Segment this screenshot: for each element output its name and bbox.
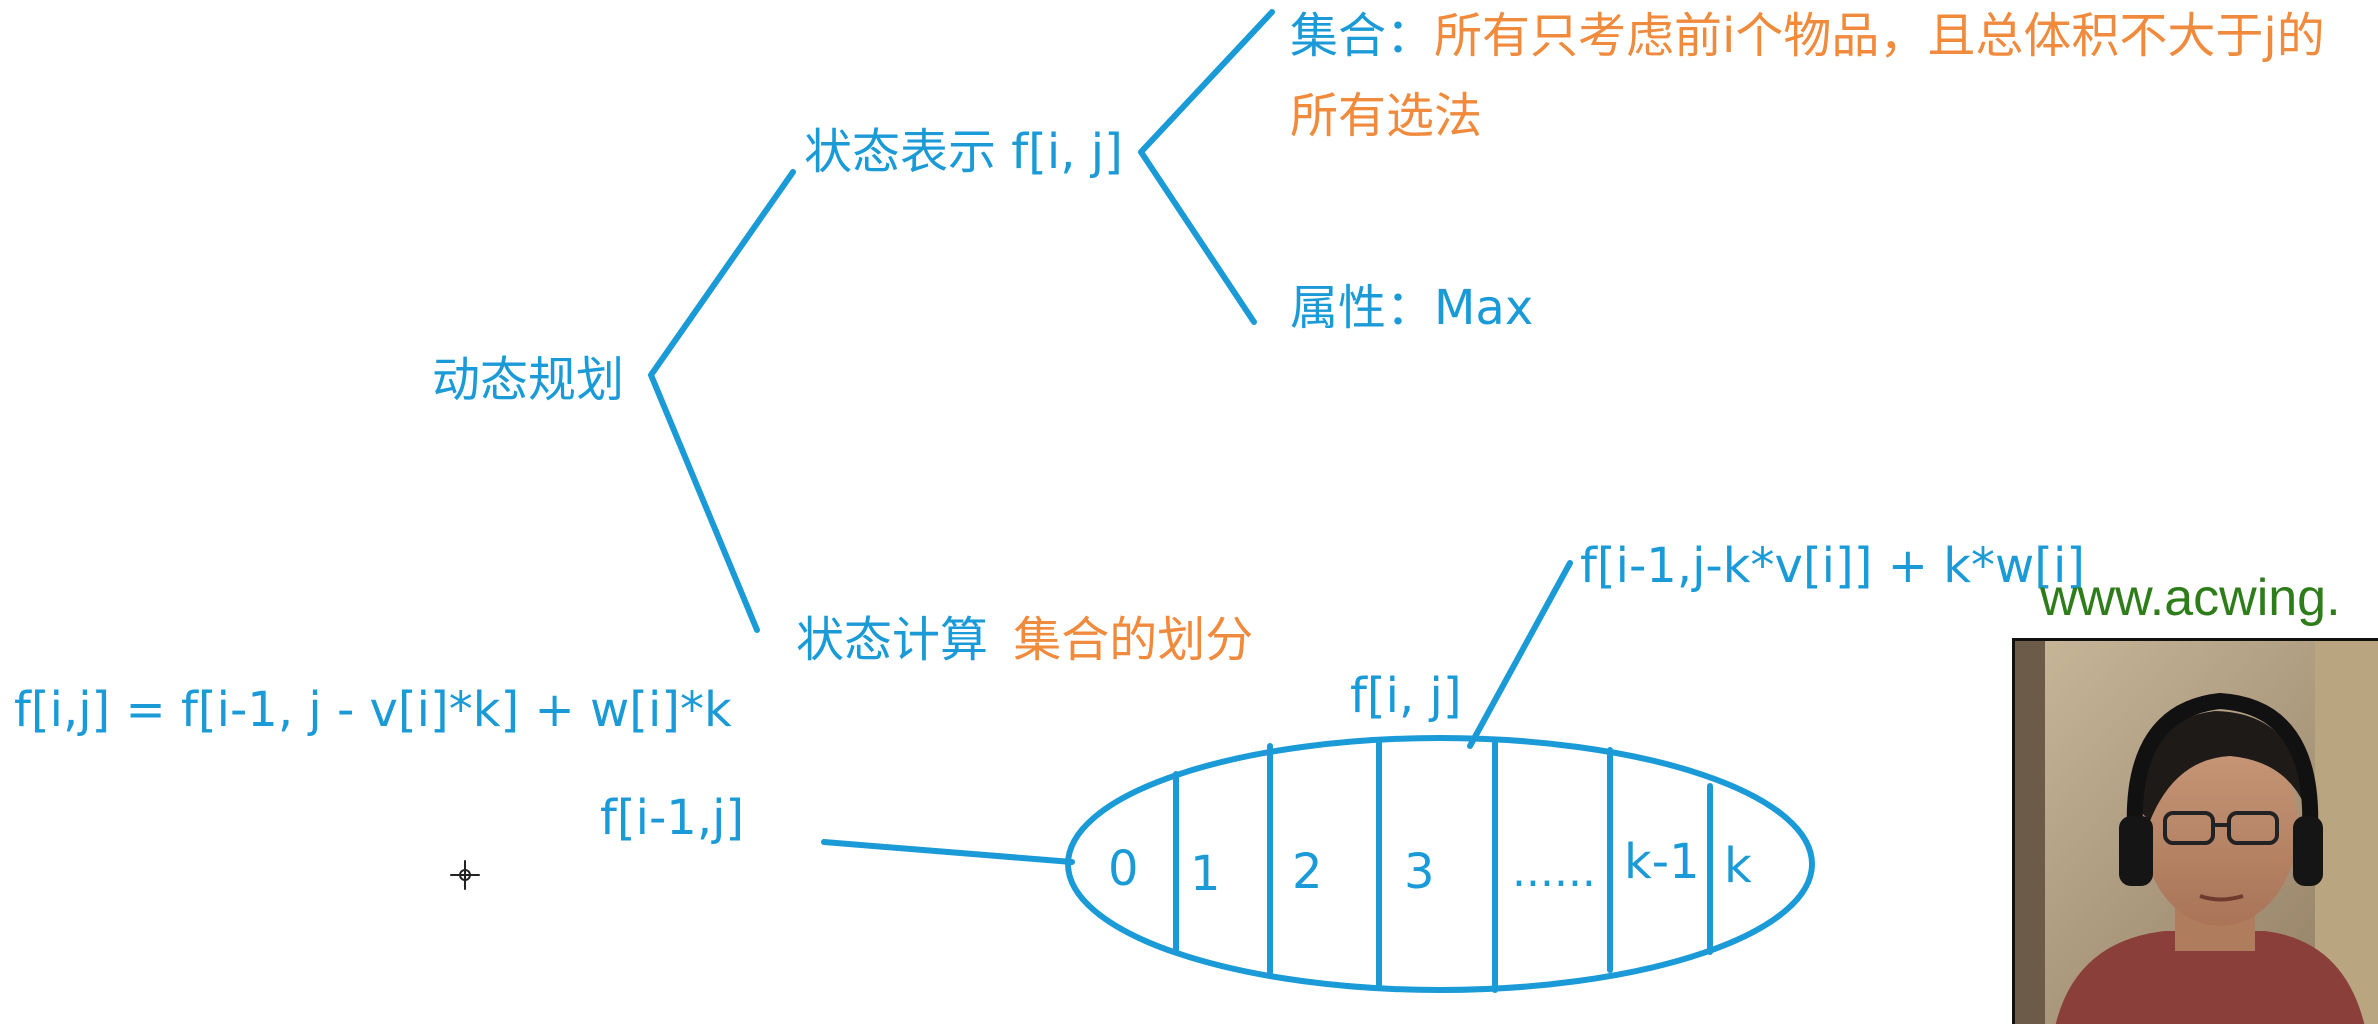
watermark-text: www.acwing. xyxy=(2040,569,2341,627)
state-calc-label: 状态计算 xyxy=(796,612,989,668)
root-branch-lines xyxy=(648,169,796,633)
crosshair-cursor-icon xyxy=(450,860,480,890)
partition-cell-label: 1 xyxy=(1190,846,1221,902)
top-subset-label: f[i, j] xyxy=(1350,668,1462,724)
top-expr-connector xyxy=(1467,560,1573,749)
state-repr-branch-lines xyxy=(1138,9,1275,325)
set-text-line1: 所有只考虑前i个物品，且总体积不大于j的 xyxy=(1434,8,2325,64)
set-prefix: 集合： xyxy=(1290,8,1435,64)
partition-cell-label: k xyxy=(1724,838,1752,894)
set-definition-line1: 集合：所有只考虑前i个物品，且总体积不大于j的 xyxy=(1290,12,2325,60)
attribute-prefix: 属性： xyxy=(1290,280,1435,336)
left-subset-label: f[i-1,j] xyxy=(600,790,745,846)
partition-dividers xyxy=(1173,737,1713,993)
partition-label: 集合的划分 xyxy=(1013,612,1254,668)
set-definition-line2: 所有选法 xyxy=(1290,88,1483,144)
root-label: 动态规划 xyxy=(432,352,625,408)
attribute-value: Max xyxy=(1434,280,1534,336)
partition-cell-label: 0 xyxy=(1108,841,1139,897)
partition-cell-label: k-1 xyxy=(1624,834,1700,890)
state-calc-line: 状态计算 集合的划分 xyxy=(796,616,1253,664)
webcam-video-overlay xyxy=(2012,638,2378,1024)
presenter-image xyxy=(2015,641,2378,1024)
state-repr-label: 状态表示 f[i, j] xyxy=(804,124,1123,180)
partition-cell-label: 2 xyxy=(1292,844,1323,900)
partition-cell-label: 3 xyxy=(1404,844,1435,900)
transition-formula: f[i,j] = f[i-1, j - v[i]*k] + w[i]*k xyxy=(14,682,732,738)
partition-ellipse xyxy=(1065,735,1815,993)
partition-cell-label: ...... xyxy=(1512,846,1596,897)
left-subset-connector xyxy=(821,839,1075,865)
right-expression-label: f[i-1,j-k*v[i]] + k*w[i] xyxy=(1580,538,2086,594)
attribute-line: 属性：Max xyxy=(1290,284,1533,332)
